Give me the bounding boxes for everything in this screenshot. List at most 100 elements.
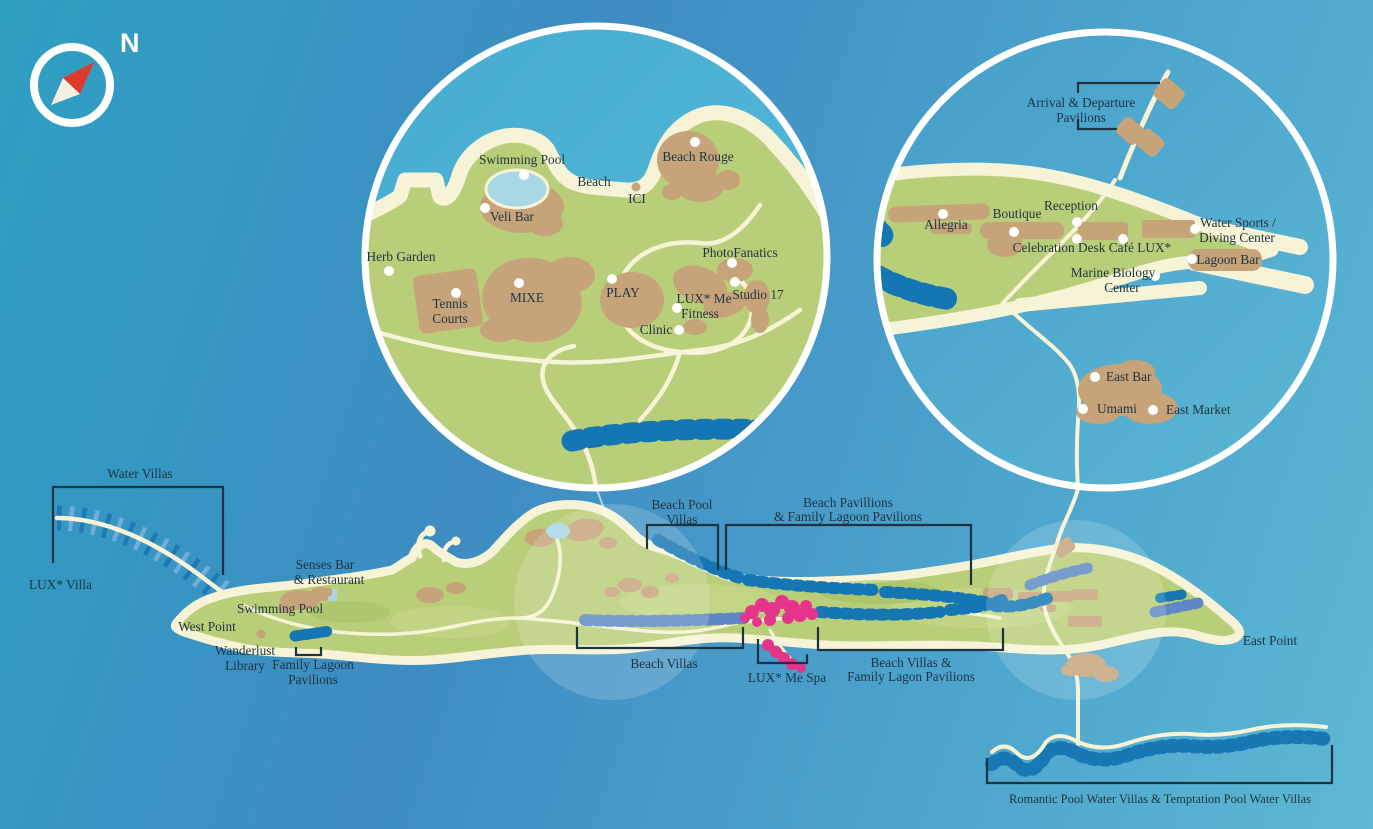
label-lagoon-bar: Lagoon Bar [1196, 252, 1260, 267]
label-marine-biology-2: Center [1104, 280, 1140, 295]
sand-hooks [415, 525, 461, 563]
label-studio-17: Studio 17 [732, 287, 784, 302]
label-lux-me-fitness-2: Fitness [681, 306, 719, 321]
poi-dot-east-market [1148, 405, 1158, 415]
buildings-north-bump [416, 518, 679, 603]
label-wanderlust-1: Wanderlust [215, 643, 276, 658]
label-arrival-departure-1: Arrival & Departure [1027, 95, 1136, 110]
poi-dot-senses-bar [323, 587, 333, 597]
poi-dot-tennis-courts [451, 288, 461, 298]
poi-dot-herb-garden [384, 266, 394, 276]
label-beach-pavillions-1: Beach Pavillions [803, 495, 893, 510]
left-circle-ring [361, 22, 831, 492]
bracket-beach-pavillions [724, 523, 973, 585]
poi-dot-photofanatics [727, 258, 737, 268]
compass-needle-north-icon [63, 62, 94, 94]
label-umami: Umami [1097, 401, 1137, 416]
poi-dot-celebration-desk [1072, 234, 1082, 244]
label-beach-villas: Beach Villas [630, 656, 697, 671]
label-water-villas: Water Villas [107, 466, 172, 481]
highlight-zone-east [986, 520, 1166, 700]
label-beach-villas-family-1: Beach Villas & [871, 655, 953, 670]
label-beach-pavillions-2: & Family Lagoon Pavilions [774, 509, 922, 524]
poi-dot-lagoon-bar [1187, 254, 1197, 264]
compass: N [30, 28, 140, 127]
label-cafe-lux: Café LUX* [1109, 240, 1172, 255]
label-east-market: East Market [1166, 402, 1231, 417]
label-marine-biology-1: Marine Biology [1071, 265, 1156, 280]
label-ici: ICI [628, 191, 646, 206]
label-allegria: Allegria [924, 217, 968, 232]
poi-dot-marine-biology [1150, 271, 1160, 281]
label-beach-pool-villas-1: Beach Pool [652, 497, 713, 512]
label-arrival-departure-2: Pavilions [1056, 110, 1106, 125]
left-circle-connector [596, 489, 608, 518]
label-lux-me-spa: LUX* Me Spa [748, 670, 826, 685]
poi-dot-swimming-pool [519, 170, 529, 180]
label-beach-villas-family-2: Family Lagon Pavilions [847, 669, 975, 684]
bracket-beach-villas-family [816, 627, 1005, 652]
poi-dot-ici [631, 182, 641, 192]
annotations: Swimming Pool Veli Bar Beach ICI Beach R… [29, 81, 1334, 806]
beach-villa-rows [289, 534, 1204, 642]
label-beach-pool-villas-2: Villas [667, 512, 698, 527]
poi-dot-play [607, 274, 617, 284]
arrival-pavilion-buildings [1115, 78, 1185, 157]
poi-dot-lux-me-fitness [672, 303, 682, 313]
highlight-zone-west [514, 504, 710, 700]
poi-dot-wanderlust [256, 629, 266, 639]
poi-dot-veli-bar [480, 203, 490, 213]
label-lux-villa: LUX* Villa [29, 577, 92, 592]
label-wanderlust-2: Library [225, 658, 265, 673]
label-tennis-courts-2: Courts [432, 311, 467, 326]
label-herb-garden: Herb Garden [366, 249, 435, 264]
label-tennis-courts-1: Tennis [432, 296, 467, 311]
label-east-point: East Point [1243, 633, 1298, 648]
left-circle-land [365, 105, 827, 488]
poi-dot-cafe-lux [1118, 234, 1128, 244]
label-east-bar: East Bar [1106, 369, 1152, 384]
bracket-romantic-villas [985, 745, 1334, 785]
label-romantic-villas: Romantic Pool Water Villas & Temptation … [1009, 792, 1311, 806]
spa-cluster [740, 595, 818, 673]
poi-dot-boutique [1009, 227, 1019, 237]
label-play: PLAY [606, 285, 640, 300]
bracket-beach-pool-villas [645, 523, 720, 570]
compass-north-label: N [120, 28, 140, 58]
bracket-beach-villas [575, 627, 745, 650]
label-west-point: West Point [178, 619, 236, 634]
romantic-water-villas [985, 723, 1333, 777]
bracket-family-lagoon [294, 647, 323, 657]
bracket-water-villas [51, 485, 225, 575]
label-reception: Reception [1044, 198, 1098, 213]
poi-dot-umami [1078, 404, 1088, 414]
poi-dot-beach-rouge [690, 137, 700, 147]
east-jetty-buildings [1061, 653, 1119, 682]
label-celebration-desk: Celebration Desk [1013, 240, 1106, 255]
compass-needle-south-icon [51, 78, 80, 105]
label-swimming-pool-island: Swimming Pool [237, 601, 323, 616]
right-circle-buildings [888, 203, 1262, 271]
label-boutique: Boutique [993, 206, 1042, 221]
label-beach: Beach [577, 174, 611, 189]
label-senses-bar-2: & Restaurant [294, 572, 365, 587]
label-senses-bar-1: Senses Bar [296, 557, 355, 572]
label-family-lagoon-1: Family Lagoon [272, 657, 354, 672]
poi-dot-studio-17 [730, 277, 740, 287]
poi-dot-clinic [674, 325, 684, 335]
label-photofanatics: PhotoFanatics [702, 245, 777, 260]
label-lux-me-fitness-1: LUX* Me [676, 291, 731, 306]
right-circle-ring [873, 28, 1337, 492]
left-zoom-circle [361, 22, 831, 492]
label-family-lagoon-2: Pavilions [288, 672, 338, 687]
right-zoom-circle [873, 28, 1337, 492]
bracket-lux-me-spa [756, 639, 809, 665]
bracket-arrival-departure [1076, 81, 1160, 131]
left-circle-buildings [413, 131, 770, 343]
poi-dot-reception [1072, 217, 1082, 227]
label-mixe: MIXE [510, 290, 544, 305]
left-circle-villa-row [561, 418, 774, 452]
label-water-sports-2: Diving Center [1199, 230, 1275, 245]
poi-dot-water-sports [1190, 224, 1200, 234]
